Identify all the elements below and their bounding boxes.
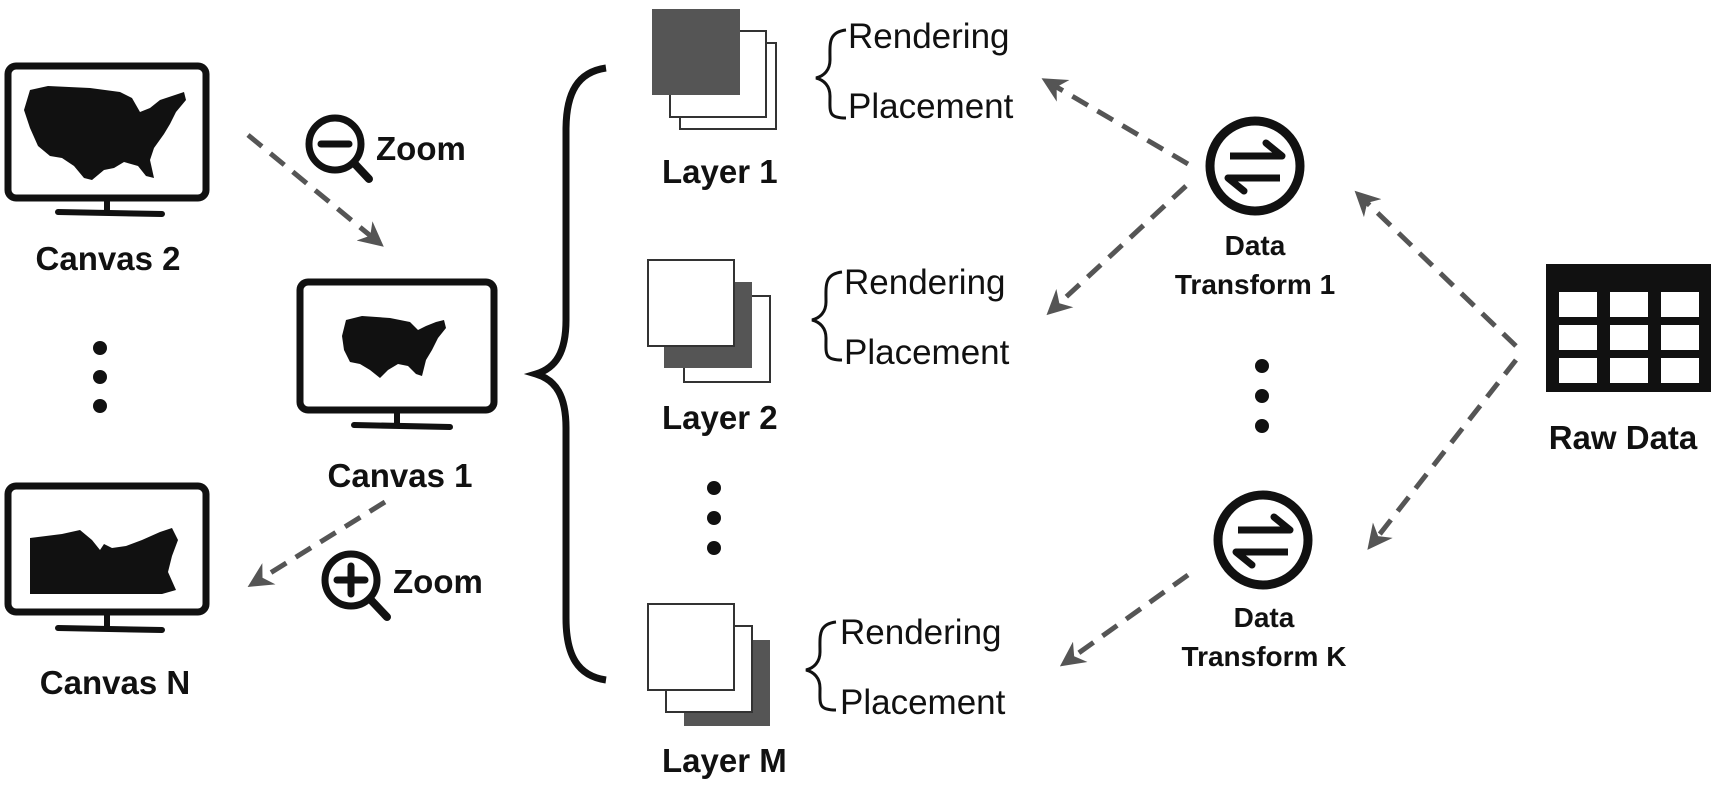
transform-k-to-layer-m-arrow	[1059, 572, 1190, 667]
transform-k-line1: Data	[1234, 602, 1295, 633]
layer-1-stack-icon	[652, 9, 777, 130]
table-icon	[1546, 264, 1711, 392]
canvas-n-label: Canvas N	[40, 664, 190, 701]
raw-data-label: Raw Data	[1549, 419, 1698, 456]
brace-icon	[815, 28, 847, 120]
layer-2-placement: Placement	[844, 333, 1010, 372]
raw-to-transform-1-arrow	[1354, 190, 1518, 348]
zoom-out-label: Zoom	[376, 130, 466, 167]
transform-1-line2: Transform 1	[1175, 269, 1335, 300]
brace-icon	[811, 270, 843, 362]
us-map-icon	[24, 86, 186, 180]
us-map-icon	[30, 528, 178, 594]
layer-1-rendering: Rendering	[848, 17, 1010, 56]
layer-m-stack-icon	[647, 603, 770, 726]
layer-2-label: Layer 2	[662, 399, 778, 436]
layer-m-label: Layer M	[662, 742, 787, 779]
layer-m-placement: Placement	[840, 683, 1006, 722]
canvas-n-monitor	[4, 482, 210, 633]
us-map-icon	[342, 316, 446, 378]
curly-brace-icon	[523, 64, 607, 684]
ellipsis-icon	[707, 481, 721, 555]
layer-2-stack-icon	[647, 259, 771, 383]
zoom-in-icon	[321, 550, 391, 621]
zoom-out-icon	[305, 114, 373, 183]
layer-1-label: Layer 1	[662, 153, 778, 190]
canvas-2-monitor	[4, 62, 210, 217]
exchange-icon	[1213, 490, 1313, 590]
transform-k-line2: Transform K	[1182, 641, 1347, 672]
transform-1-to-layer-2-arrow	[1046, 184, 1188, 316]
transform-1-line1: Data	[1225, 230, 1286, 261]
layer-2-rendering: Rendering	[844, 263, 1006, 302]
canvas-2-label: Canvas 2	[36, 240, 181, 277]
ellipsis-icon	[93, 341, 107, 413]
transform-1-to-layer-1-arrow	[1041, 78, 1190, 167]
brace-icon	[805, 620, 837, 712]
layer-m-rendering: Rendering	[840, 613, 1002, 652]
canvas-1-monitor	[296, 278, 498, 430]
raw-to-transform-k-arrow	[1367, 358, 1518, 550]
exchange-icon	[1205, 116, 1305, 216]
canvas-1-label: Canvas 1	[328, 457, 473, 494]
layer-1-placement: Placement	[848, 87, 1014, 126]
zoom-in-arrow	[247, 499, 387, 587]
ellipsis-icon	[1255, 359, 1269, 433]
zoom-in-label: Zoom	[393, 563, 483, 600]
